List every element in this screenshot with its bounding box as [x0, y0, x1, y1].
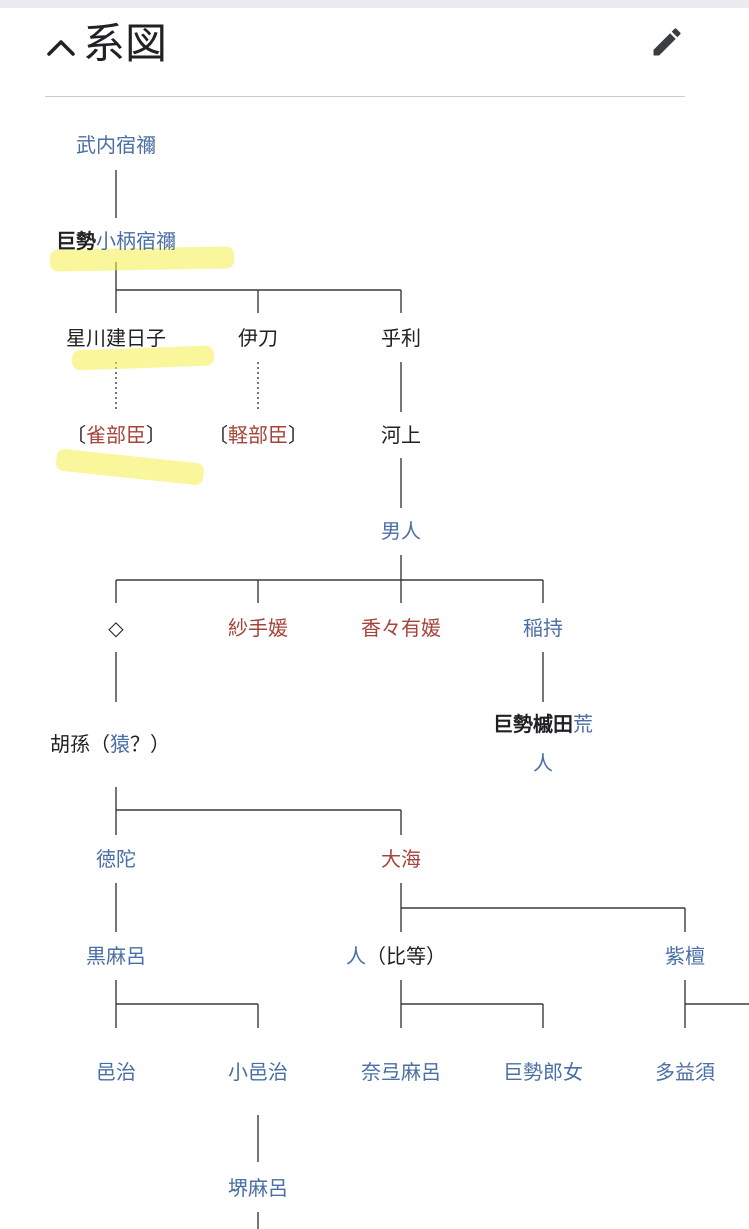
- bracket-close: 〕: [288, 423, 308, 447]
- clan-sazabe: 〔雀部臣〕: [66, 422, 166, 448]
- bracket-open: 〔: [66, 423, 86, 447]
- link-saru[interactable]: 猿: [110, 732, 130, 756]
- hito-reading: （比等）: [366, 944, 446, 968]
- bracket-open: 〔: [208, 423, 228, 447]
- person-sakaimaro[interactable]: 堺麻呂: [228, 1176, 288, 1200]
- person-oji[interactable]: 邑治: [96, 1060, 136, 1084]
- link-arahito-part1[interactable]: 荒: [573, 712, 593, 736]
- person-takeuchi[interactable]: 武内宿禰: [76, 133, 156, 157]
- link-arahito-part2[interactable]: 人: [533, 751, 553, 775]
- person-ori: 乎利: [381, 326, 421, 350]
- person-kose-hida-arahito: 巨勢槭田荒: [493, 711, 593, 737]
- person-satehime[interactable]: 紗手媛: [228, 616, 288, 640]
- person-kose-iratsume[interactable]: 巨勢郎女: [503, 1060, 583, 1084]
- person-otohito[interactable]: 男人: [381, 519, 421, 543]
- link-hito[interactable]: 人: [346, 944, 366, 968]
- person-omi[interactable]: 大海: [381, 847, 421, 871]
- person-shitan[interactable]: 紫檀: [665, 944, 705, 968]
- link-karube[interactable]: 軽部臣: [228, 423, 288, 447]
- person-ogara: 巨勢小柄宿禰: [56, 228, 176, 254]
- pencil-icon[interactable]: [649, 24, 685, 60]
- person-kuromaro[interactable]: 黒麻呂: [86, 944, 146, 968]
- top-bar: [0, 0, 749, 8]
- chevron-up-icon[interactable]: [45, 32, 77, 64]
- person-tokuda[interactable]: 徳陀: [96, 847, 136, 871]
- kohiko-text-end: ？）: [130, 732, 170, 756]
- person-hoshikawa: 星川建日子: [66, 326, 166, 350]
- clan-karube: 〔軽部臣〕: [208, 422, 308, 448]
- kohiko-text: 胡孫（: [50, 732, 110, 756]
- person-kakaarihime[interactable]: 香々有媛: [361, 616, 441, 640]
- person-ito: 伊刀: [238, 326, 278, 350]
- section-title: 系図: [83, 19, 168, 68]
- person-inamochi[interactable]: 稲持: [523, 616, 563, 640]
- person-unknown-diamond: ◇: [108, 616, 124, 640]
- clan-name-kose: 巨勢: [56, 229, 96, 253]
- person-hito-hira: 人（比等）: [346, 943, 446, 969]
- name-kose-hida: 巨勢槭田: [493, 712, 573, 736]
- link-ogara[interactable]: 小柄宿禰: [96, 229, 176, 253]
- person-kawakami: 河上: [381, 423, 421, 447]
- person-narimaro[interactable]: 奈弖麻呂: [361, 1060, 441, 1084]
- section-header: 系図: [45, 14, 685, 97]
- person-tamasu[interactable]: 多益須: [655, 1060, 715, 1084]
- person-kooji[interactable]: 小邑治: [228, 1060, 288, 1084]
- link-sazabe[interactable]: 雀部臣: [86, 423, 146, 447]
- person-kohiko: 胡孫（猿？）: [50, 731, 170, 757]
- bracket-close: 〕: [146, 423, 166, 447]
